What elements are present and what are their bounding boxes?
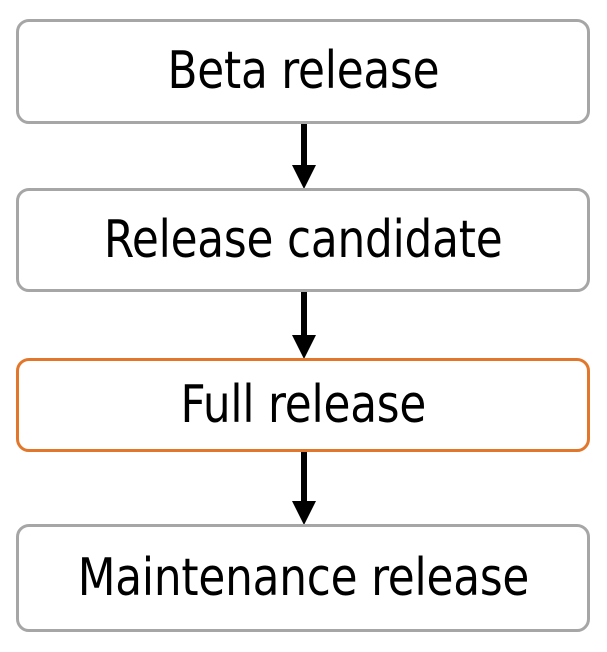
node-label-beta-release: Beta release — [167, 41, 439, 102]
node-label-release-candidate: Release candidate — [103, 209, 503, 270]
arrowhead-icon — [292, 501, 316, 525]
arrowhead-icon — [292, 335, 316, 359]
arrowhead-icon — [292, 165, 316, 189]
node-full-release[interactable]: Full release — [16, 358, 590, 452]
node-maintenance-release[interactable]: Maintenance release — [16, 524, 590, 632]
node-release-candidate[interactable]: Release candidate — [16, 188, 590, 292]
connector-release-candidate-to-full-release — [282, 288, 326, 362]
connector-beta-to-release-candidate — [282, 120, 326, 192]
connector-full-release-to-maintenance-release — [282, 448, 326, 528]
node-label-full-release: Full release — [180, 374, 426, 435]
node-label-maintenance-release: Maintenance release — [77, 547, 529, 608]
node-beta-release[interactable]: Beta release — [16, 19, 590, 124]
